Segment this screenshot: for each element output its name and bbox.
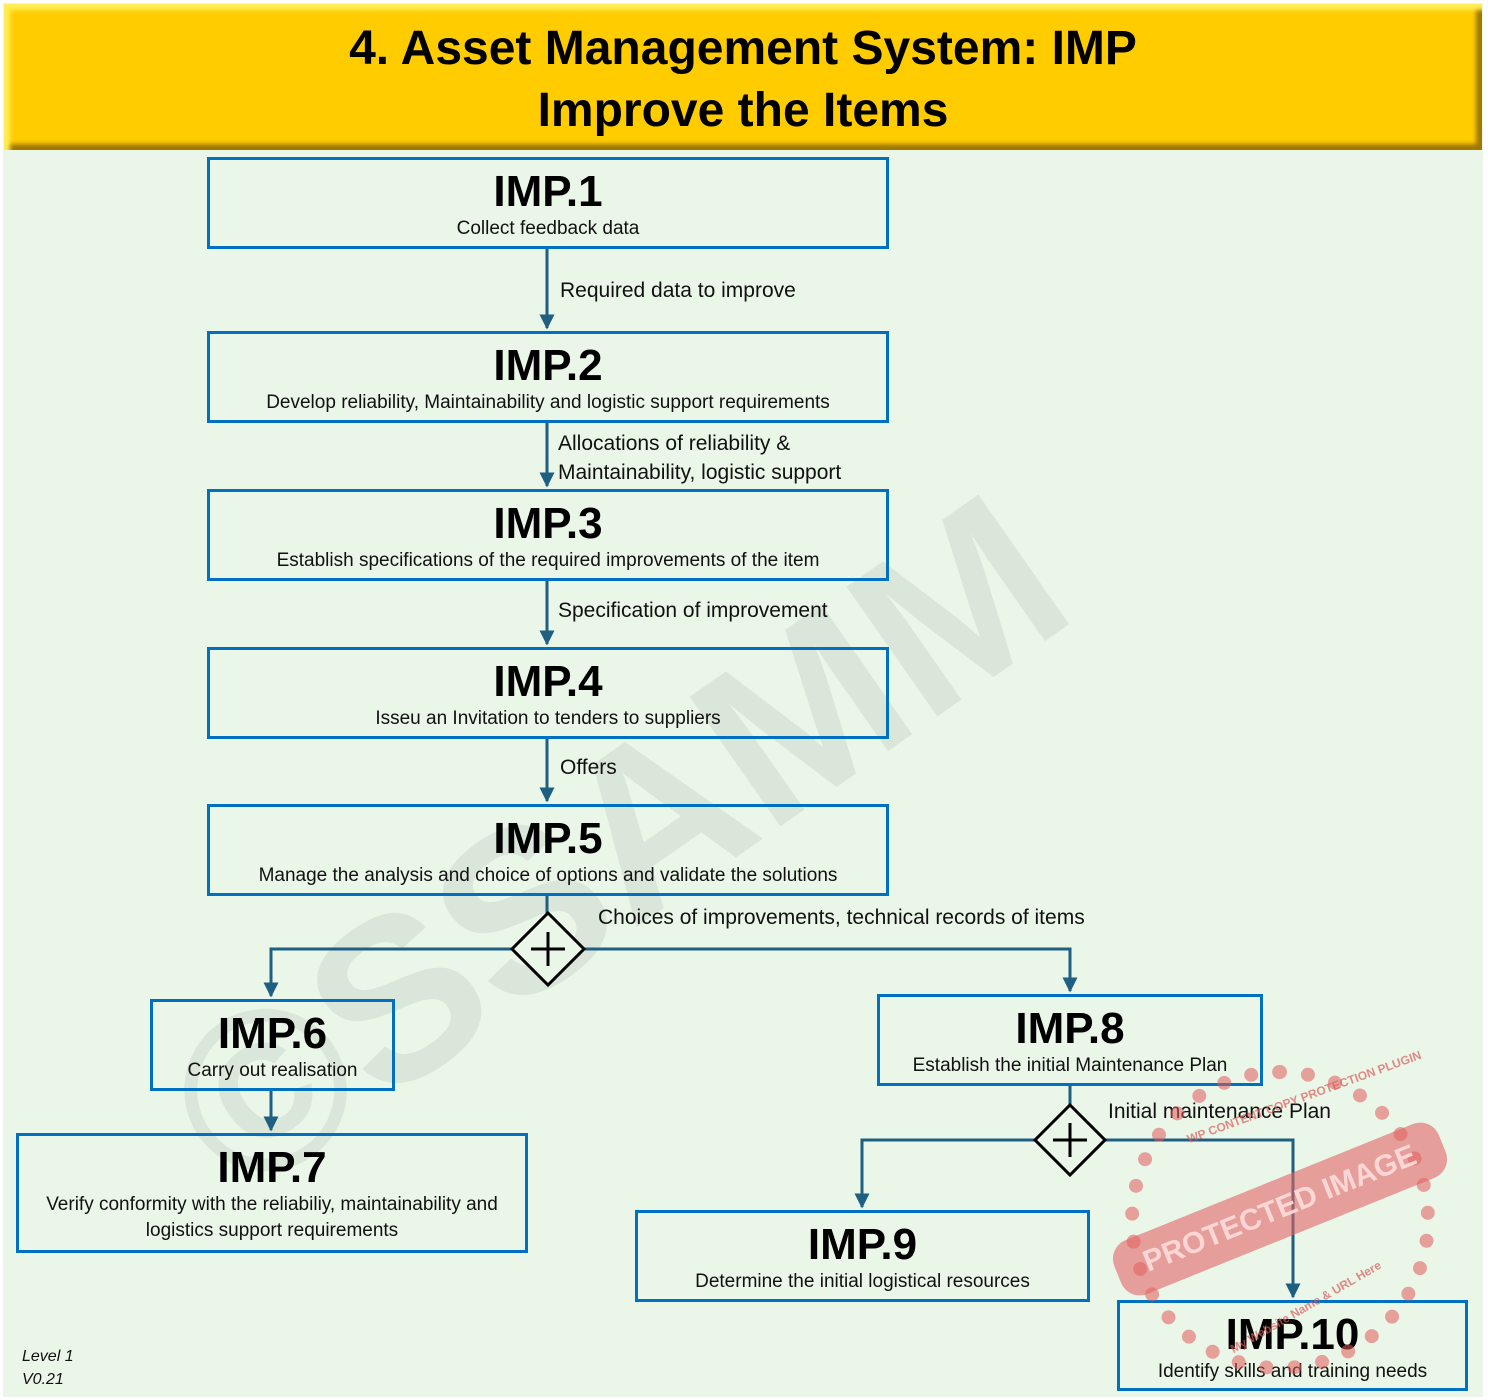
flow-label: Required data to improve: [560, 279, 796, 302]
arrow-gate-6: [263, 947, 512, 998]
arrow-gate-8: [584, 947, 1078, 993]
process-desc: Carry out realisation: [187, 1060, 358, 1081]
process-id: IMP.9: [807, 1220, 918, 1269]
process-desc: Establish specifications of the required…: [276, 550, 820, 571]
process-id: IMP.8: [1015, 1004, 1125, 1053]
title-line-2: Improve the Items: [537, 84, 949, 137]
process-desc: Establish the initial Maintenance Plan: [912, 1055, 1228, 1076]
process-id: IMP.7: [217, 1143, 327, 1192]
title-banner: 4. Asset Management System: IMP Improve …: [4, 4, 1482, 150]
flow-label: Allocations of reliability &: [558, 432, 791, 455]
process-id: IMP.4: [493, 657, 603, 706]
flow-label: Specification of improvement: [558, 599, 828, 622]
process-desc: Isseu an Invitation to tenders to suppli…: [375, 708, 721, 729]
title-line-1: 4. Asset Management System: IMP: [349, 22, 1137, 75]
arrow-gate-9: [854, 1138, 1035, 1209]
flow-label: Choices of improvements, technical recor…: [598, 906, 1085, 929]
process-id: IMP.1: [493, 167, 603, 216]
process-desc: Develop reliability, Maintainability and…: [266, 392, 830, 413]
flow-label: Maintainability, logistic support: [558, 461, 842, 484]
parallel-gateway-2: [1032, 1102, 1108, 1178]
version-label: V0.21: [22, 1371, 64, 1388]
process-id: IMP.2: [493, 341, 603, 390]
process-desc: Verify conformity with the reliabiliy, m…: [46, 1194, 498, 1241]
process-id: IMP.6: [217, 1009, 328, 1058]
flow-label: Offers: [560, 756, 617, 779]
process-desc: Manage the analysis and choice of option…: [258, 865, 838, 886]
level-label: Level 1: [22, 1348, 74, 1365]
process-id: IMP.3: [493, 499, 603, 548]
parallel-gateway-1: [509, 910, 587, 988]
process-desc: Collect feedback data: [456, 218, 640, 239]
process-id: IMP.5: [493, 814, 603, 863]
process-desc: Determine the initial logistical resourc…: [695, 1271, 1030, 1292]
